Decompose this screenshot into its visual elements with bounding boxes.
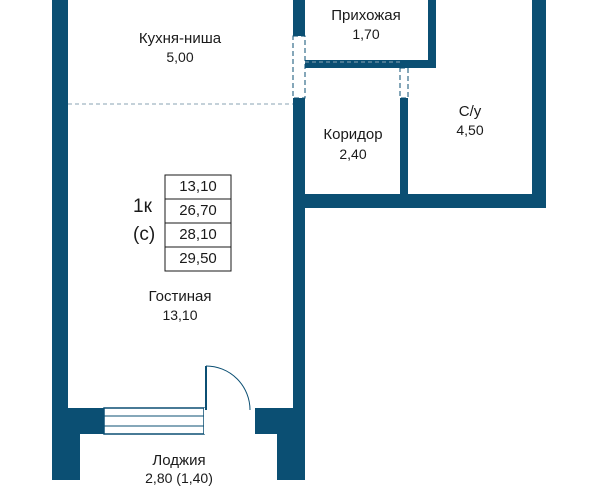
summary-row-4: [164, 246, 232, 272]
corridor-area: 2,40: [339, 146, 367, 162]
living-area: 13,10: [162, 307, 198, 323]
apartment-subtype: (с): [133, 224, 156, 245]
bathroom-door-opening: [399, 67, 409, 99]
loggia-area: 2,80 (1,40): [145, 470, 213, 486]
bathroom-bottom-wall: [400, 194, 546, 208]
bathroom-area: 4,50: [456, 122, 484, 138]
left-outer-wall: [52, 0, 68, 428]
loggia-window: [103, 407, 205, 435]
summary-value: 28,10: [179, 226, 217, 243]
hallway-name: Прихожая: [331, 7, 401, 24]
right-outer-wall: [532, 0, 546, 208]
summary-value: 29,50: [179, 250, 217, 267]
summary-value: 26,70: [179, 202, 217, 219]
summary-value: 13,10: [179, 178, 217, 195]
kitchen-door-opening: [292, 35, 306, 99]
kitchen-area: 5,00: [166, 49, 194, 65]
hallway-area: 1,70: [352, 26, 380, 42]
living-right-wall: [293, 200, 305, 428]
kitchen-right-wall: [293, 0, 305, 36]
corridor-name: Коридор: [323, 126, 383, 143]
bathroom-name: С/у: [458, 103, 482, 120]
loggia-left-wall: [52, 428, 80, 480]
loggia-name: Лоджия: [152, 452, 206, 469]
apartment-type: 1к: [133, 196, 152, 217]
loggia-door-swing: [205, 365, 251, 411]
kitchen-name: Кухня-ниша: [138, 30, 222, 47]
loggia-right-wall: [277, 428, 305, 480]
corridor-bottom-wall: [293, 194, 408, 208]
corridor-left-wall: [293, 98, 305, 208]
living-name: Гостиная: [148, 288, 212, 305]
loggia-door-frame: [204, 408, 255, 434]
hallway-right-wall: [428, 0, 436, 68]
bathroom-left-wall: [400, 98, 408, 194]
hallway-bottom-wall: [305, 60, 436, 68]
